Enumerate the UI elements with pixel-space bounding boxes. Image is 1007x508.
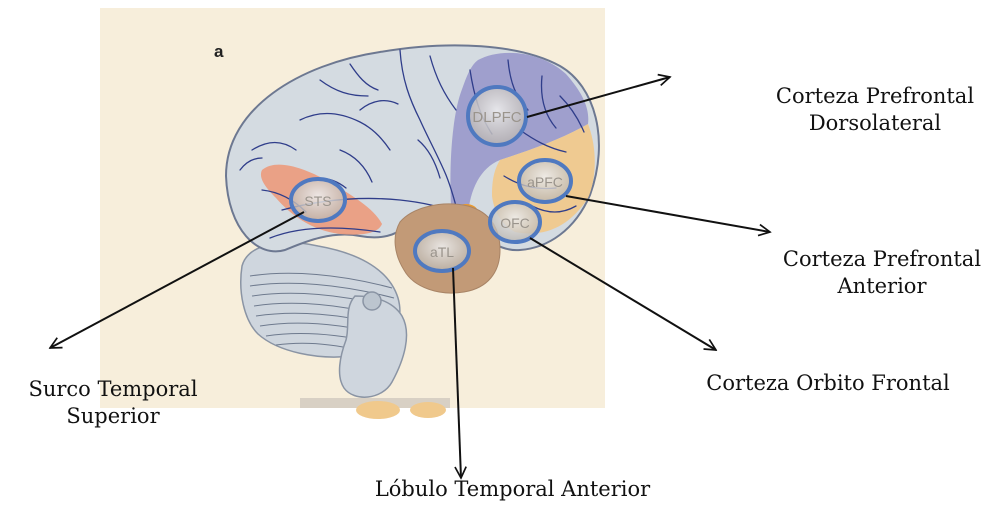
label-dlpfc: Corteza Prefrontal Dorsolateral bbox=[750, 83, 1000, 137]
dlpfc-marker: DLPFC bbox=[468, 87, 526, 145]
label-sts: Surco Temporal Superior bbox=[0, 376, 226, 430]
label-sts-line: Surco Temporal bbox=[0, 376, 226, 403]
label-apfc: Corteza Prefrontal Anterior bbox=[757, 246, 1007, 300]
panel-letter: a bbox=[214, 42, 223, 62]
ofc-marker: OFC bbox=[490, 202, 540, 242]
cropped-panel-shape bbox=[410, 402, 446, 418]
cropped-panel-shape bbox=[356, 401, 400, 419]
atl-marker: aTL bbox=[415, 231, 469, 271]
apfc-marker: aPFC bbox=[519, 160, 571, 202]
label-atl: Lóbulo Temporal Anterior bbox=[340, 476, 685, 503]
label-ofc: Corteza Orbito Frontal bbox=[678, 370, 978, 397]
label-dlpfc-line: Corteza Prefrontal bbox=[750, 83, 1000, 110]
label-sts-line: Superior bbox=[0, 403, 226, 430]
label-atl-line: Lóbulo Temporal Anterior bbox=[340, 476, 685, 503]
label-dlpfc-line: Dorsolateral bbox=[750, 110, 1000, 137]
label-apfc-line: Anterior bbox=[757, 273, 1007, 300]
label-ofc-line: Corteza Orbito Frontal bbox=[678, 370, 978, 397]
apfc-marker-text: aPFC bbox=[527, 174, 563, 190]
sts-marker-text: STS bbox=[304, 193, 331, 209]
ofc-marker-text: OFC bbox=[500, 215, 530, 231]
atl-marker-text: aTL bbox=[430, 244, 454, 260]
label-apfc-line: Corteza Prefrontal bbox=[757, 246, 1007, 273]
pons bbox=[363, 292, 381, 310]
dlpfc-marker-text: DLPFC bbox=[472, 109, 521, 126]
